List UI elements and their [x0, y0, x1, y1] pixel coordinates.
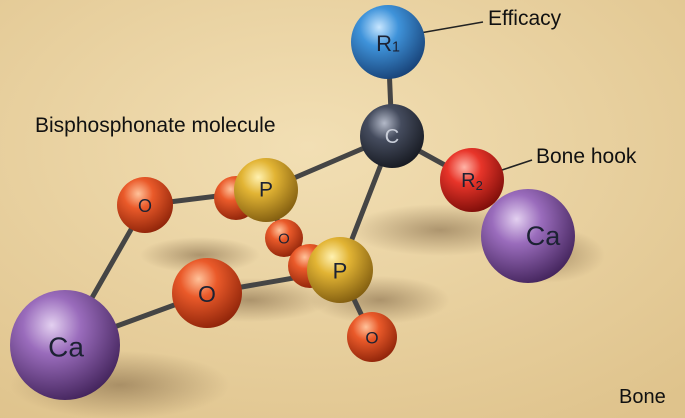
bone-label: Bone — [619, 386, 666, 408]
svg-text:C: C — [385, 126, 399, 148]
atom-p-upper: P — [234, 158, 298, 222]
atom-ca-left: Ca — [10, 290, 120, 400]
atom-o-left: O — [117, 177, 173, 233]
svg-text:R1: R1 — [376, 31, 400, 56]
molecule-label: Bisphosphonate molecule — [35, 114, 276, 137]
svg-text:O: O — [198, 281, 216, 307]
atom-r2: R2 — [440, 148, 504, 212]
bone-hook-label: Bone hook — [536, 145, 637, 168]
atom-o-big: O — [172, 258, 242, 328]
bone-hook-leader — [501, 159, 533, 171]
efficacy-label: Efficacy — [488, 7, 562, 30]
svg-text:O: O — [278, 231, 290, 248]
atom-ca-right: Ca — [481, 189, 575, 283]
svg-text:R2: R2 — [461, 170, 483, 192]
svg-text:Ca: Ca — [48, 332, 84, 363]
svg-text:Ca: Ca — [526, 221, 561, 251]
leader-lines — [419, 21, 533, 171]
svg-text:P: P — [259, 179, 273, 202]
svg-text:O: O — [138, 196, 152, 216]
atom-p-lower: P — [307, 237, 373, 303]
atom-r1: R1 — [351, 5, 425, 79]
svg-text:P: P — [333, 259, 348, 284]
atom-o-right: O — [347, 312, 397, 362]
atom-c: C — [360, 104, 424, 168]
efficacy-leader — [419, 21, 484, 34]
atom-o-small: O — [265, 219, 303, 257]
svg-text:O: O — [365, 329, 378, 348]
